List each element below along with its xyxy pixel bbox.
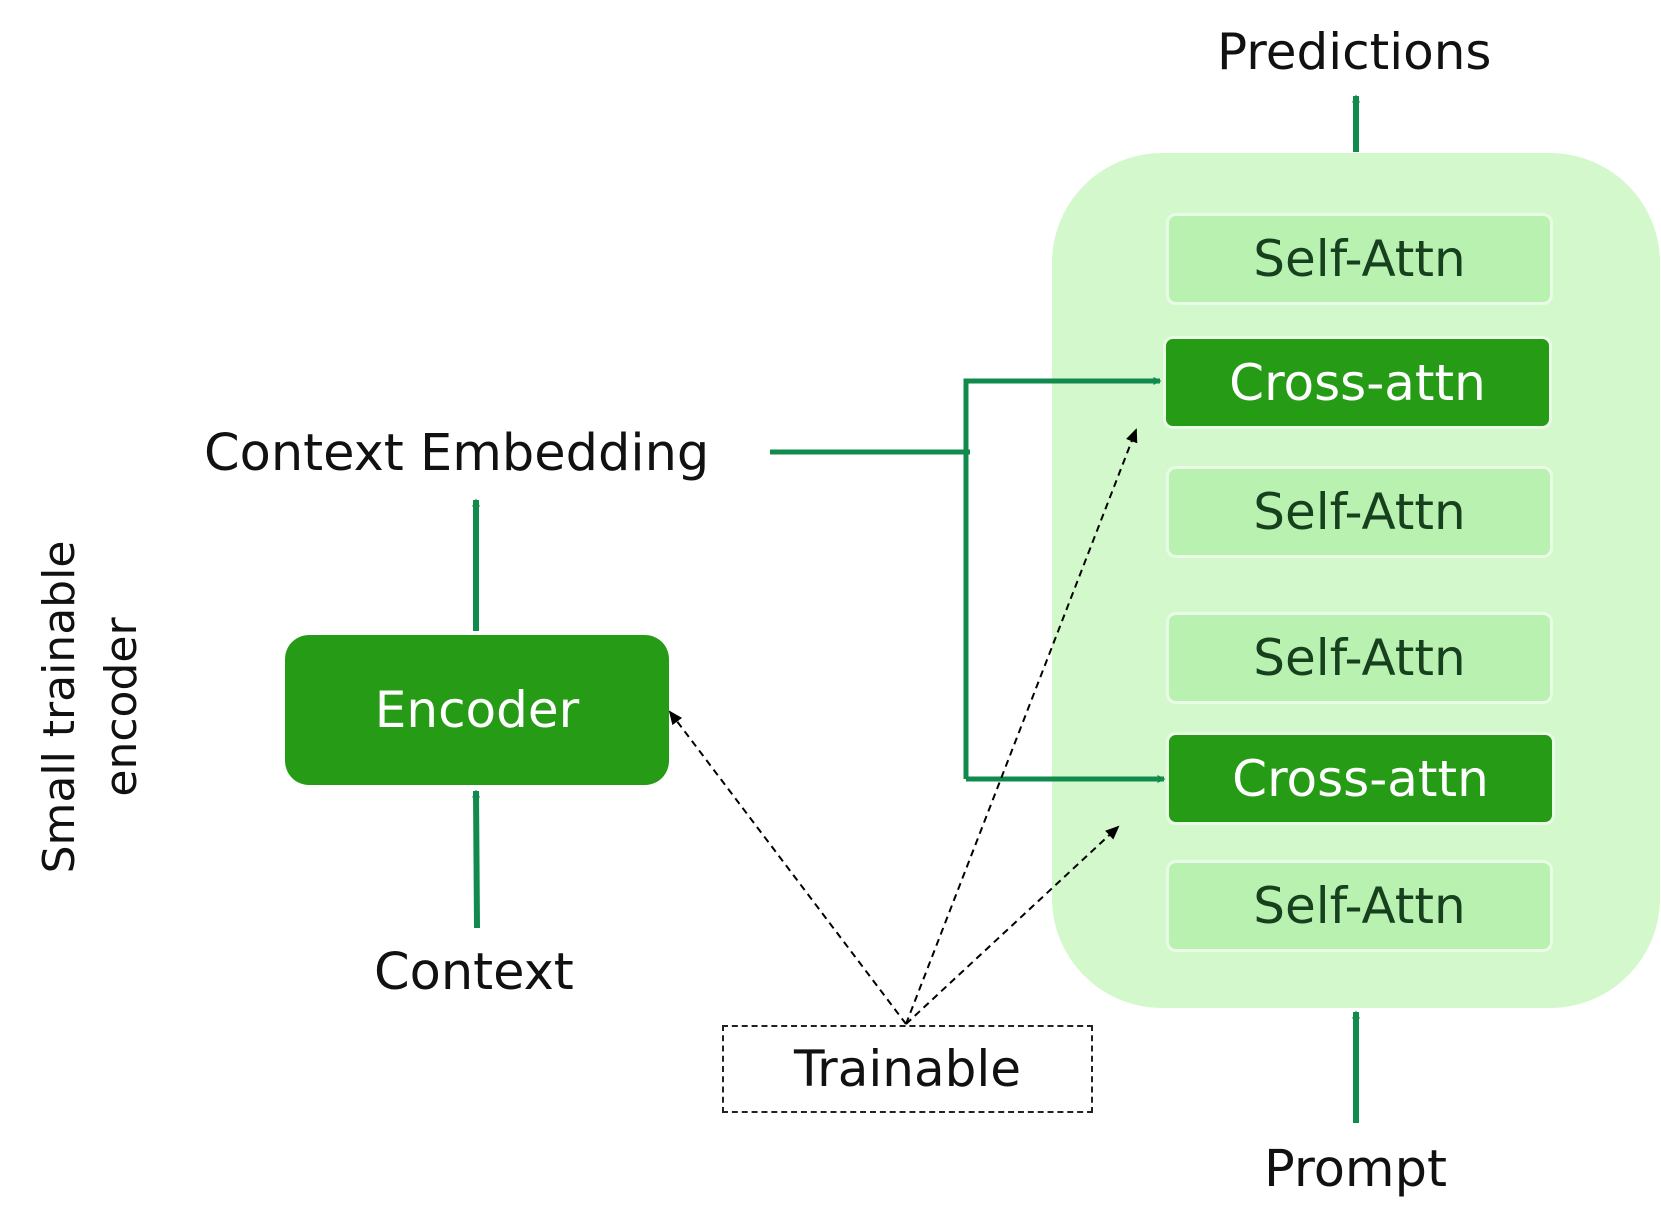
layer-label: Self-Attn	[1253, 877, 1466, 935]
encoder-block: Encoder	[285, 635, 669, 785]
predictions-label: Predictions	[1217, 23, 1492, 81]
side-caption-line-1: Small trainable	[34, 540, 85, 874]
self-attn-layer-1: Self-Attn	[1166, 213, 1553, 305]
layer-label: Self-Attn	[1253, 483, 1466, 541]
context-embedding-label: Context Embedding	[204, 424, 710, 483]
side-caption: Small trainable encoder	[29, 507, 153, 907]
trainable-pointer-cross-top	[905, 428, 1138, 1025]
layer-label: Self-Attn	[1253, 629, 1466, 687]
layer-label: Cross-attn	[1229, 353, 1486, 412]
self-attn-layer-3: Self-Attn	[1166, 612, 1553, 704]
cross-attn-feed-top	[963, 377, 1162, 779]
prompt-label: Prompt	[1264, 1140, 1447, 1199]
trainable-legend: Trainable	[722, 1025, 1093, 1113]
context-label: Context	[374, 943, 574, 1002]
self-attn-layer-2: Self-Attn	[1166, 466, 1553, 558]
side-caption-line-2: encoder	[96, 617, 147, 797]
trainable-label: Trainable	[793, 1040, 1021, 1098]
cross-attn-layer-2: Cross-attn	[1166, 732, 1555, 825]
layer-label: Self-Attn	[1253, 230, 1466, 288]
context-arrow	[472, 789, 481, 929]
encoder-label: Encoder	[374, 681, 580, 739]
trainable-pointer-cross-bottom	[905, 825, 1120, 1025]
layer-label: Cross-attn	[1232, 749, 1489, 808]
self-attn-layer-4: Self-Attn	[1166, 860, 1553, 952]
cross-attn-layer-1: Cross-attn	[1163, 336, 1552, 429]
trainable-pointer-encoder	[668, 710, 907, 1025]
